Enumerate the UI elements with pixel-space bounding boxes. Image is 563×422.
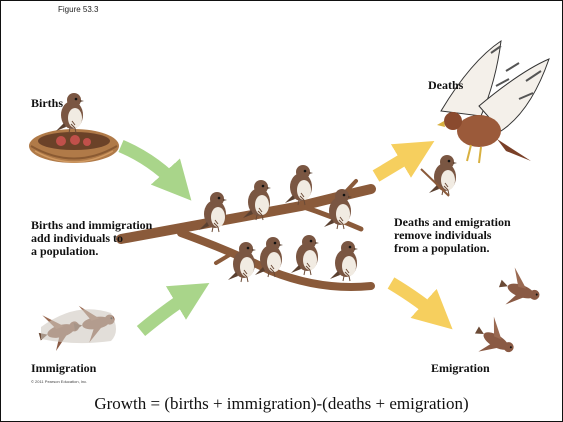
perched-bird — [330, 241, 358, 281]
left-caption: Births and immigration add individuals t… — [31, 219, 152, 258]
perched-bird — [228, 242, 256, 282]
emigration-birds — [468, 265, 546, 366]
emigration-label: Emigration — [431, 362, 490, 375]
emigration-arrow — [391, 283, 441, 319]
immigration-birds — [35, 300, 118, 354]
perched-bird — [291, 235, 319, 275]
immigration-label: Immigration — [31, 362, 96, 375]
deaths-label: Deaths — [428, 79, 463, 92]
hawk-illustration — [421, 41, 549, 196]
growth-equation: Growth = (births + immigration)-(deaths … — [1, 394, 562, 414]
births-label: Births — [31, 97, 63, 110]
deaths-arrow — [376, 149, 421, 176]
births-arrow — [121, 146, 181, 189]
copyright-notice: © 2011 Pearson Education, Inc. — [31, 379, 87, 384]
immigration-arrow — [141, 291, 196, 331]
perched-bird — [199, 192, 227, 232]
right-caption: Deaths and emigration remove individuals… — [394, 216, 511, 255]
